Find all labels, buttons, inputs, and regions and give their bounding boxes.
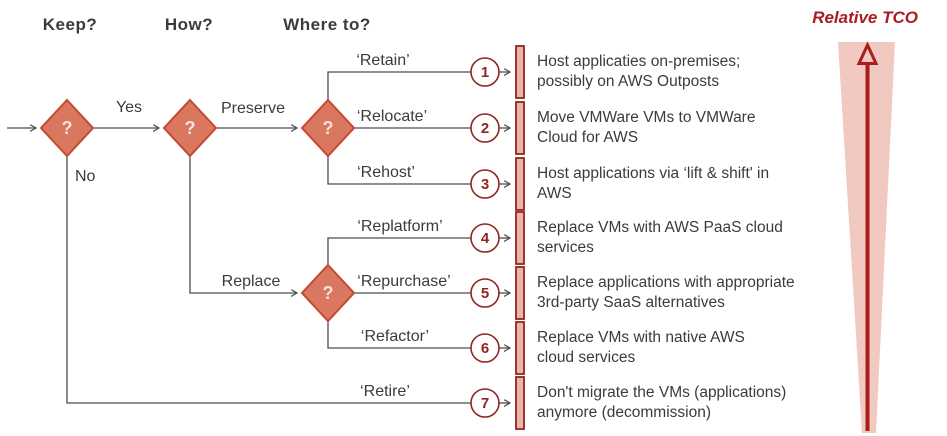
strategy-row-retain: ‘Retain’ 1 Host applicaties on-premises;… — [356, 45, 740, 99]
diamond-shape — [39, 98, 95, 158]
step-number: 6 — [481, 340, 489, 357]
tco-bar — [515, 266, 525, 320]
step-number-badge — [470, 113, 500, 143]
strategy-label: ‘Replatform’ — [357, 218, 442, 235]
relative-tco-indicator: Relative TCO — [812, 8, 918, 433]
step-number: 3 — [481, 176, 489, 193]
column-headers: Keep? How? Where to? — [43, 15, 371, 34]
step-number: 1 — [481, 64, 489, 81]
connector-retain — [327, 71, 471, 100]
diamond-shape — [300, 98, 356, 158]
description-line2: AWS — [537, 185, 572, 202]
description-line1: Host applicaties on-premises; — [537, 53, 740, 70]
description-line1: Replace VMs with native AWS — [537, 329, 745, 346]
tco-label: Relative TCO — [812, 8, 918, 27]
strategy-row-replatform: ‘Replatform’ 4 Replace VMs with AWS PaaS… — [357, 211, 783, 265]
strategy-row-refactor: ‘Refactor’ 6 Replace VMs with native AWS… — [361, 321, 745, 375]
strategy-label: ‘Rehost’ — [357, 164, 415, 181]
step-number-badge — [470, 333, 500, 363]
connector-replatform — [327, 237, 471, 265]
strategy-row-retire: ‘Retire’ 7 Don't migrate the VMs (applic… — [360, 376, 786, 430]
diamond-shape — [162, 98, 218, 158]
connector-keep-no-retire — [66, 156, 471, 404]
tco-bar — [515, 45, 525, 99]
description-line2: cloud services — [537, 349, 635, 366]
label-yes: Yes — [116, 99, 142, 116]
step-number: 4 — [481, 230, 490, 247]
decision-diamonds: ? ? ? ? — [39, 98, 356, 323]
label-replace: Replace — [222, 273, 281, 290]
diamond-shape — [300, 263, 356, 323]
connector-how-replace — [189, 156, 297, 293]
strategy-row-repurchase: ‘Repurchase’ 5 Replace applications with… — [357, 266, 795, 320]
header-keep: Keep? — [43, 15, 97, 34]
question-mark: ? — [323, 118, 334, 138]
strategy-row-rehost: ‘Rehost’ 3 Host applications via ‘lift &… — [357, 157, 769, 211]
description-line2: 3rd-party SaaS alternatives — [537, 294, 725, 311]
strategy-label: ‘Retain’ — [356, 52, 409, 69]
step-number-badge — [470, 388, 500, 418]
decision-diamond-replace: ? — [300, 263, 356, 323]
strategy-rows: ‘Retain’ 1 Host applicaties on-premises;… — [356, 45, 795, 430]
description-line2: possibly on AWS Outposts — [537, 73, 719, 90]
step-number-badge — [470, 223, 500, 253]
description-line2: anymore (decommission) — [537, 404, 711, 421]
description-line1: Move VMWare VMs to VMWare — [537, 109, 755, 126]
label-no: No — [75, 168, 96, 185]
decision-diamond-keep: ? — [39, 98, 95, 158]
connectors — [7, 72, 510, 403]
strategy-label: ‘Refactor’ — [361, 328, 429, 345]
tco-bar — [515, 157, 525, 211]
description-line1: Host applications via ‘lift & shift' in — [537, 165, 769, 182]
step-number-badge — [470, 278, 500, 308]
decision-diamond-where-to: ? — [300, 98, 356, 158]
tco-bar — [515, 211, 525, 265]
description-line2: services — [537, 239, 594, 256]
question-mark: ? — [185, 118, 196, 138]
step-number: 7 — [481, 395, 489, 412]
strategy-row-relocate: ‘Relocate’ 2 Move VMWare VMs to VMWare C… — [357, 101, 755, 155]
tco-arrow-up-icon — [856, 41, 879, 65]
description-line1: Replace VMs with AWS PaaS cloud — [537, 219, 783, 236]
label-preserve: Preserve — [221, 100, 285, 117]
branch-labels: Yes No Preserve Replace — [75, 99, 285, 290]
connector-refactor — [327, 321, 471, 349]
tco-bar — [515, 101, 525, 155]
tco-bar — [515, 376, 525, 430]
strategy-label: ‘Relocate’ — [357, 108, 427, 125]
step-number: 2 — [481, 120, 489, 137]
connector-rehost — [327, 156, 471, 185]
header-how: How? — [165, 15, 213, 34]
header-where-to: Where to? — [283, 15, 371, 34]
question-mark: ? — [323, 283, 334, 303]
description-line2: Cloud for AWS — [537, 129, 638, 146]
step-number: 5 — [481, 285, 489, 302]
question-mark: ? — [62, 118, 73, 138]
description-line1: Replace applications with appropriate — [537, 274, 795, 291]
strategy-label: ‘Retire’ — [360, 383, 410, 400]
description-line1: Don't migrate the VMs (applications) — [537, 384, 786, 401]
decision-diamond-how: ? — [162, 98, 218, 158]
step-number-badge — [470, 57, 500, 87]
strategy-label: ‘Repurchase’ — [357, 273, 450, 290]
step-number-badge — [470, 169, 500, 199]
tco-bar — [515, 321, 525, 375]
